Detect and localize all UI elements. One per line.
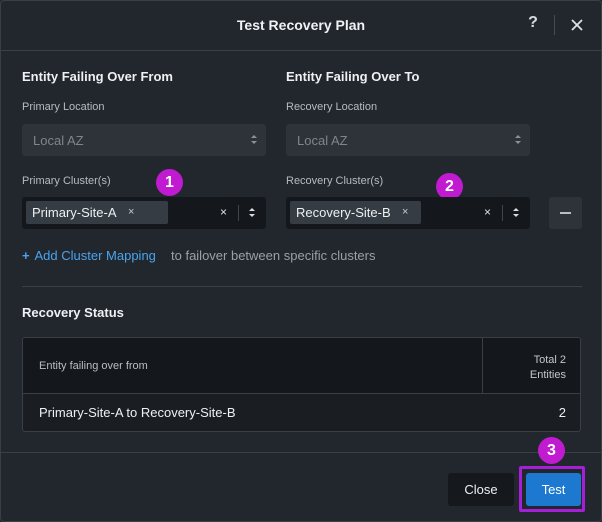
select-arrows-icon — [514, 134, 522, 146]
cluster-chip-label: Primary-Site-A — [32, 205, 117, 220]
minus-icon — [560, 212, 571, 214]
select-arrows-icon[interactable] — [512, 207, 520, 219]
header-divider — [554, 15, 555, 35]
recovery-status-table: Entity failing over from Total 2 Entitie… — [22, 337, 581, 432]
cluster-chip-primary: Primary-Site-A × — [26, 201, 168, 224]
plus-icon: + — [22, 248, 30, 263]
select-arrows-icon[interactable] — [248, 207, 256, 219]
recovery-location-value: Local AZ — [297, 133, 348, 148]
chip-remove-icon[interactable]: × — [402, 206, 409, 218]
clear-selection-icon[interactable]: × — [484, 205, 492, 219]
recovery-clusters-select[interactable]: Recovery-Site-B × × — [286, 197, 530, 229]
recovery-location-label: Recovery Location — [286, 101, 378, 113]
step-badge-2: 2 — [436, 173, 463, 200]
step-badge-1: 1 — [156, 169, 183, 196]
select-divider — [502, 205, 503, 221]
primary-clusters-label: Primary Cluster(s) — [22, 175, 111, 187]
cluster-chip-recovery: Recovery-Site-B × — [290, 201, 421, 224]
column-header-total: Total 2 Entities — [530, 353, 566, 383]
column-header-total-line1: Total 2 — [533, 354, 566, 366]
clear-selection-icon[interactable]: × — [220, 205, 228, 219]
add-cluster-mapping-link[interactable]: + Add Cluster Mapping — [22, 248, 156, 263]
column-header-total-line2: Entities — [529, 369, 566, 381]
primary-location-value: Local AZ — [33, 133, 84, 148]
add-cluster-mapping-label: Add Cluster Mapping — [34, 248, 156, 263]
dialog-header: Test Recovery Plan ? — [1, 1, 601, 51]
select-divider — [238, 205, 239, 221]
from-heading: Entity Failing Over From — [22, 69, 173, 84]
table-header: Entity failing over from Total 2 Entitie… — [23, 338, 580, 394]
to-heading: Entity Failing Over To — [286, 69, 420, 84]
step-badge-3: 3 — [538, 437, 565, 464]
cluster-chip-label: Recovery-Site-B — [296, 205, 391, 220]
test-button[interactable]: Test — [526, 473, 581, 506]
recovery-status-title: Recovery Status — [22, 305, 124, 320]
dialog-title: Test Recovery Plan — [236, 17, 366, 33]
recovery-location-select[interactable]: Local AZ — [286, 124, 530, 156]
column-divider — [482, 338, 483, 393]
mapping-note: to failover between specific clusters — [171, 248, 376, 263]
primary-location-label: Primary Location — [22, 101, 105, 113]
primary-location-select[interactable]: Local AZ — [22, 124, 266, 156]
recovery-clusters-label: Recovery Cluster(s) — [286, 175, 384, 187]
close-icon[interactable] — [566, 13, 588, 37]
select-arrows-icon — [250, 134, 258, 146]
footer-divider — [1, 452, 601, 453]
row-entity: Primary-Site-A to Recovery-Site-B — [39, 405, 236, 420]
row-count: 2 — [558, 405, 566, 420]
column-header-entity: Entity failing over from — [39, 360, 148, 372]
test-button-highlight — [519, 466, 585, 512]
close-button[interactable]: Close — [448, 473, 514, 506]
help-icon[interactable]: ? — [528, 14, 538, 31]
chip-remove-icon[interactable]: × — [128, 206, 135, 218]
section-divider — [22, 286, 582, 287]
primary-clusters-select[interactable]: Primary-Site-A × × — [22, 197, 266, 229]
remove-mapping-button[interactable] — [549, 197, 582, 229]
